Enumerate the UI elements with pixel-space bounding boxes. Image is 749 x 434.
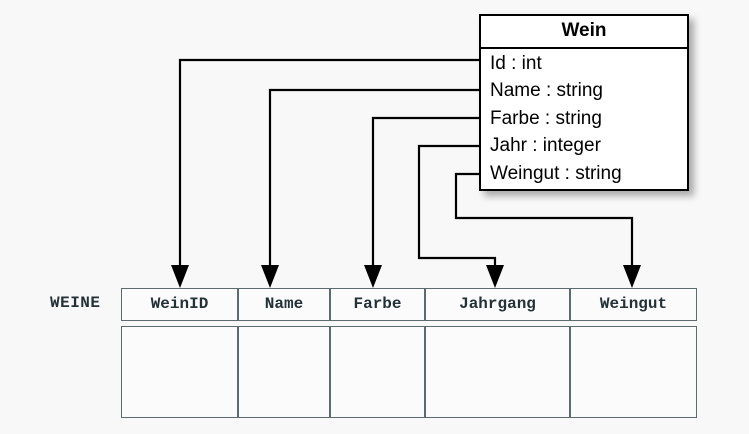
relational-table[interactable]: WeinID Name Farbe Jahrgang Weingut	[121, 288, 697, 418]
cell-jahrgang[interactable]	[425, 326, 570, 418]
column-header-farbe[interactable]: Farbe	[330, 288, 425, 321]
uml-class-title: Wein	[481, 16, 687, 49]
uml-attribute-farbe: Farbe : string	[490, 107, 602, 129]
uml-attribute-list: Id : int Name : string Farbe : string Ja…	[481, 48, 687, 190]
relational-table-body	[121, 321, 697, 418]
mapping-connector-farbe-to-farbe	[364, 116, 479, 288]
column-header-weinid[interactable]: WeinID	[121, 288, 238, 321]
column-header-weingut[interactable]: Weingut	[570, 288, 697, 321]
mapping-connector-name-to-name	[261, 88, 479, 288]
relational-table-wrapper: WeinID Name Farbe Jahrgang Weingut	[121, 288, 697, 418]
uml-attribute-name: Name : string	[490, 80, 603, 102]
relational-table-header-row: WeinID Name Farbe Jahrgang Weingut	[121, 288, 697, 321]
mapping-connector-id-to-weinid	[171, 58, 479, 288]
uml-attribute-weingut: Weingut : string	[490, 162, 622, 184]
table-row	[121, 326, 697, 418]
cell-weingut[interactable]	[570, 326, 697, 418]
uml-attribute-id: Id : int	[490, 52, 542, 74]
column-header-name[interactable]: Name	[238, 288, 330, 321]
column-header-jahrgang[interactable]: Jahrgang	[425, 288, 570, 321]
uml-attribute-jahr: Jahr : integer	[490, 135, 601, 157]
relational-table-head: WeinID Name Farbe Jahrgang Weingut	[121, 288, 697, 321]
cell-weinid[interactable]	[121, 326, 238, 418]
cell-name[interactable]	[238, 326, 330, 418]
uml-class-box[interactable]: Wein Id : int Name : string Farbe : stri…	[479, 14, 689, 192]
relational-table-name-label: WEINE	[50, 294, 101, 312]
cell-farbe[interactable]	[330, 326, 425, 418]
